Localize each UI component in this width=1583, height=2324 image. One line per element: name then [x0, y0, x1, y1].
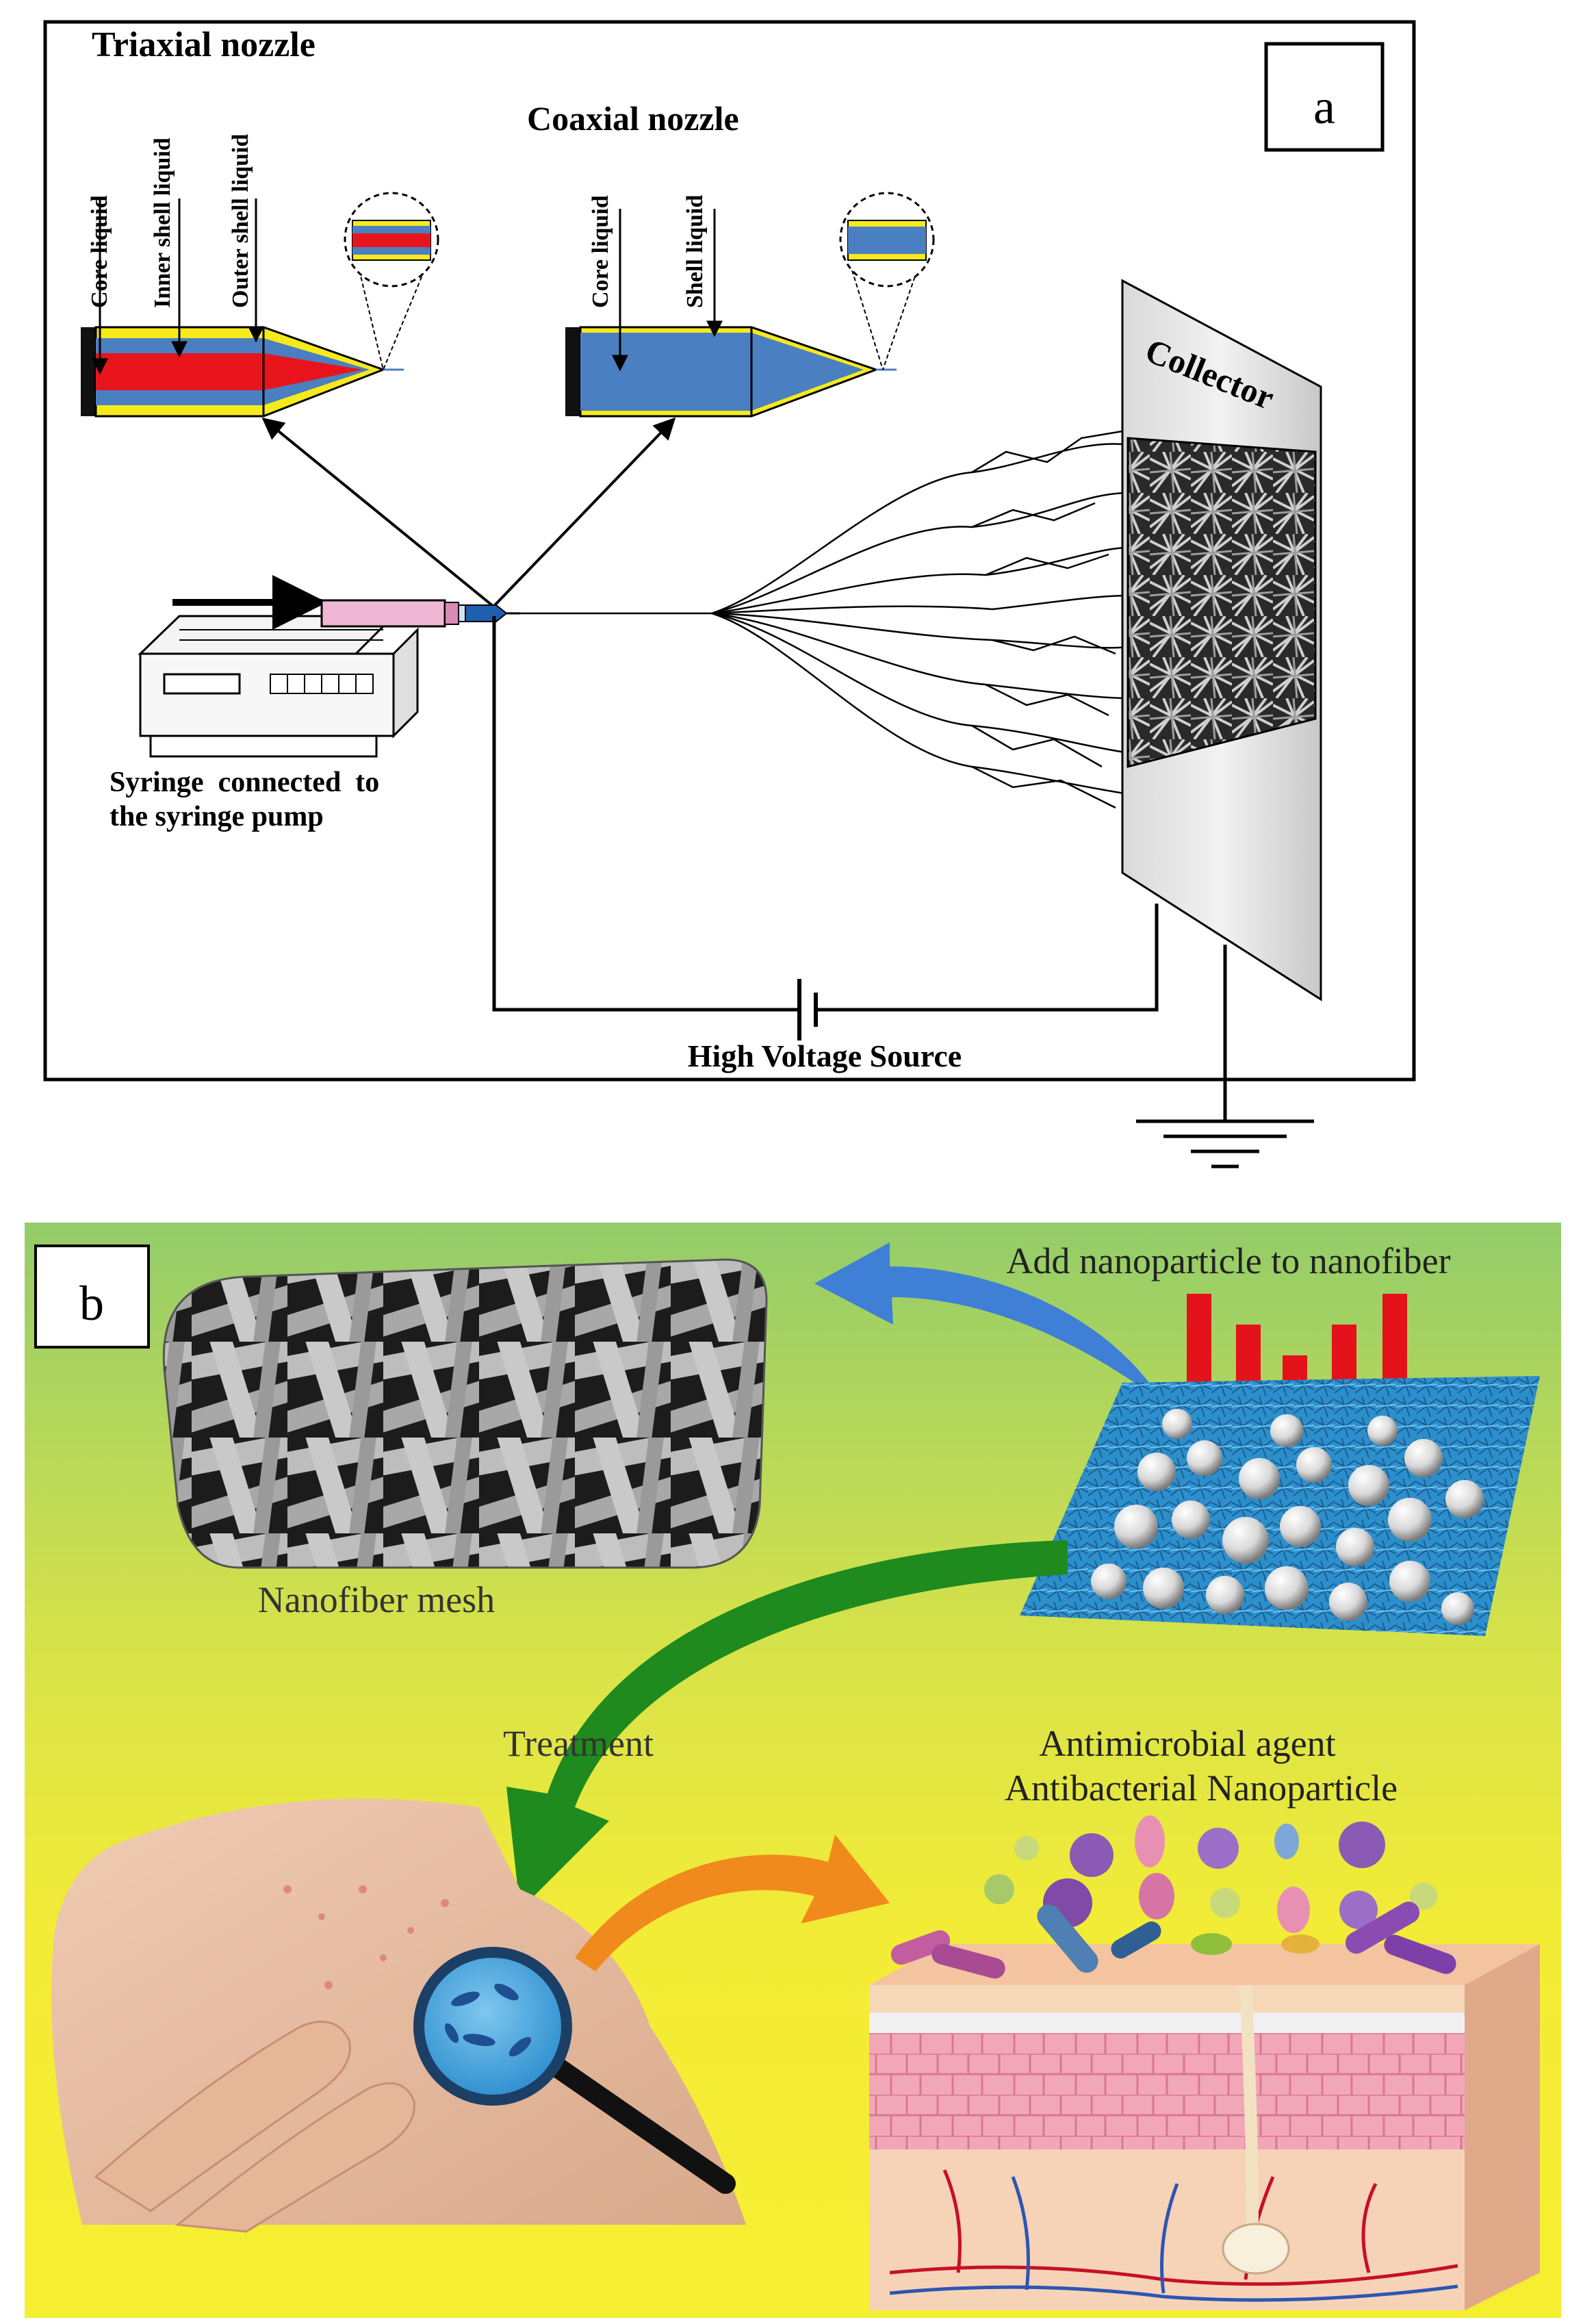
syringe-icon: [320, 599, 520, 628]
antimicrobial-line2: Antibacterial Nanoparticle: [1005, 1767, 1398, 1809]
blue-arrow: [814, 1242, 1163, 1403]
arrow-to-triaxial: [261, 417, 494, 607]
panel-b-label-box: [34, 1244, 150, 1349]
treatment-label: Treatment: [503, 1723, 654, 1764]
panel-a: a Triaxial nozzle Coaxial nozzle Core li…: [43, 20, 1416, 1169]
triaxial-nozzle: [81, 192, 439, 418]
triaxial-inner-shell-label: Inner shell liquid: [150, 138, 175, 308]
panel-a-label-box: [1264, 42, 1385, 152]
circuit: [492, 616, 1227, 1121]
panel-a-label: a: [1313, 79, 1335, 134]
panel-b: b Nanofiber mesh Add nanoparticle to nan…: [25, 1223, 1561, 2318]
coaxial-core-label: Core liquid: [588, 195, 613, 308]
skin-cross-section: [869, 1944, 1540, 2310]
orange-arrow: [575, 1835, 890, 1971]
arrow-to-coaxial: [493, 417, 676, 607]
nanofiber-mesh-label: Nanofiber mesh: [258, 1579, 495, 1620]
ground-icon: [1136, 1119, 1314, 1169]
add-nanoparticle-label: Add nanoparticle to nanofiber: [1006, 1240, 1450, 1281]
coaxial-title: Coaxial nozzle: [527, 99, 739, 138]
syringe-caption-line2: the syringe pump: [110, 801, 324, 832]
triaxial-labels: Core liquid Inner shell liquid Outer she…: [87, 133, 264, 375]
coaxial-labels: Core liquid Shell liquid: [588, 195, 723, 372]
collector: [1121, 279, 1322, 1001]
nanofiber-mesh-image: [162, 1258, 768, 1569]
battery-icon: [797, 979, 818, 1040]
triaxial-title: Triaxial nozzle: [92, 25, 316, 64]
coaxial-shell-label: Shell liquid: [682, 195, 708, 308]
magnifier-icon: [413, 1947, 736, 2194]
coaxial-nozzle: [565, 192, 935, 418]
fiber-jet: [520, 430, 1130, 809]
finger-shapes: [94, 2020, 415, 2233]
antimicrobial-line1: Antimicrobial agent: [1039, 1723, 1335, 1764]
panel-b-label: b: [79, 1276, 104, 1331]
nanoparticle-mat: [1020, 1376, 1540, 1636]
syringe-caption-line1: Syringe connected to: [110, 767, 379, 798]
surface-bacteria: [890, 1902, 1456, 1979]
triaxial-outer-shell-label: Outer shell liquid: [228, 133, 253, 308]
voltage-label: High Voltage Source: [688, 1038, 962, 1073]
green-arrow: [506, 1540, 1068, 1910]
